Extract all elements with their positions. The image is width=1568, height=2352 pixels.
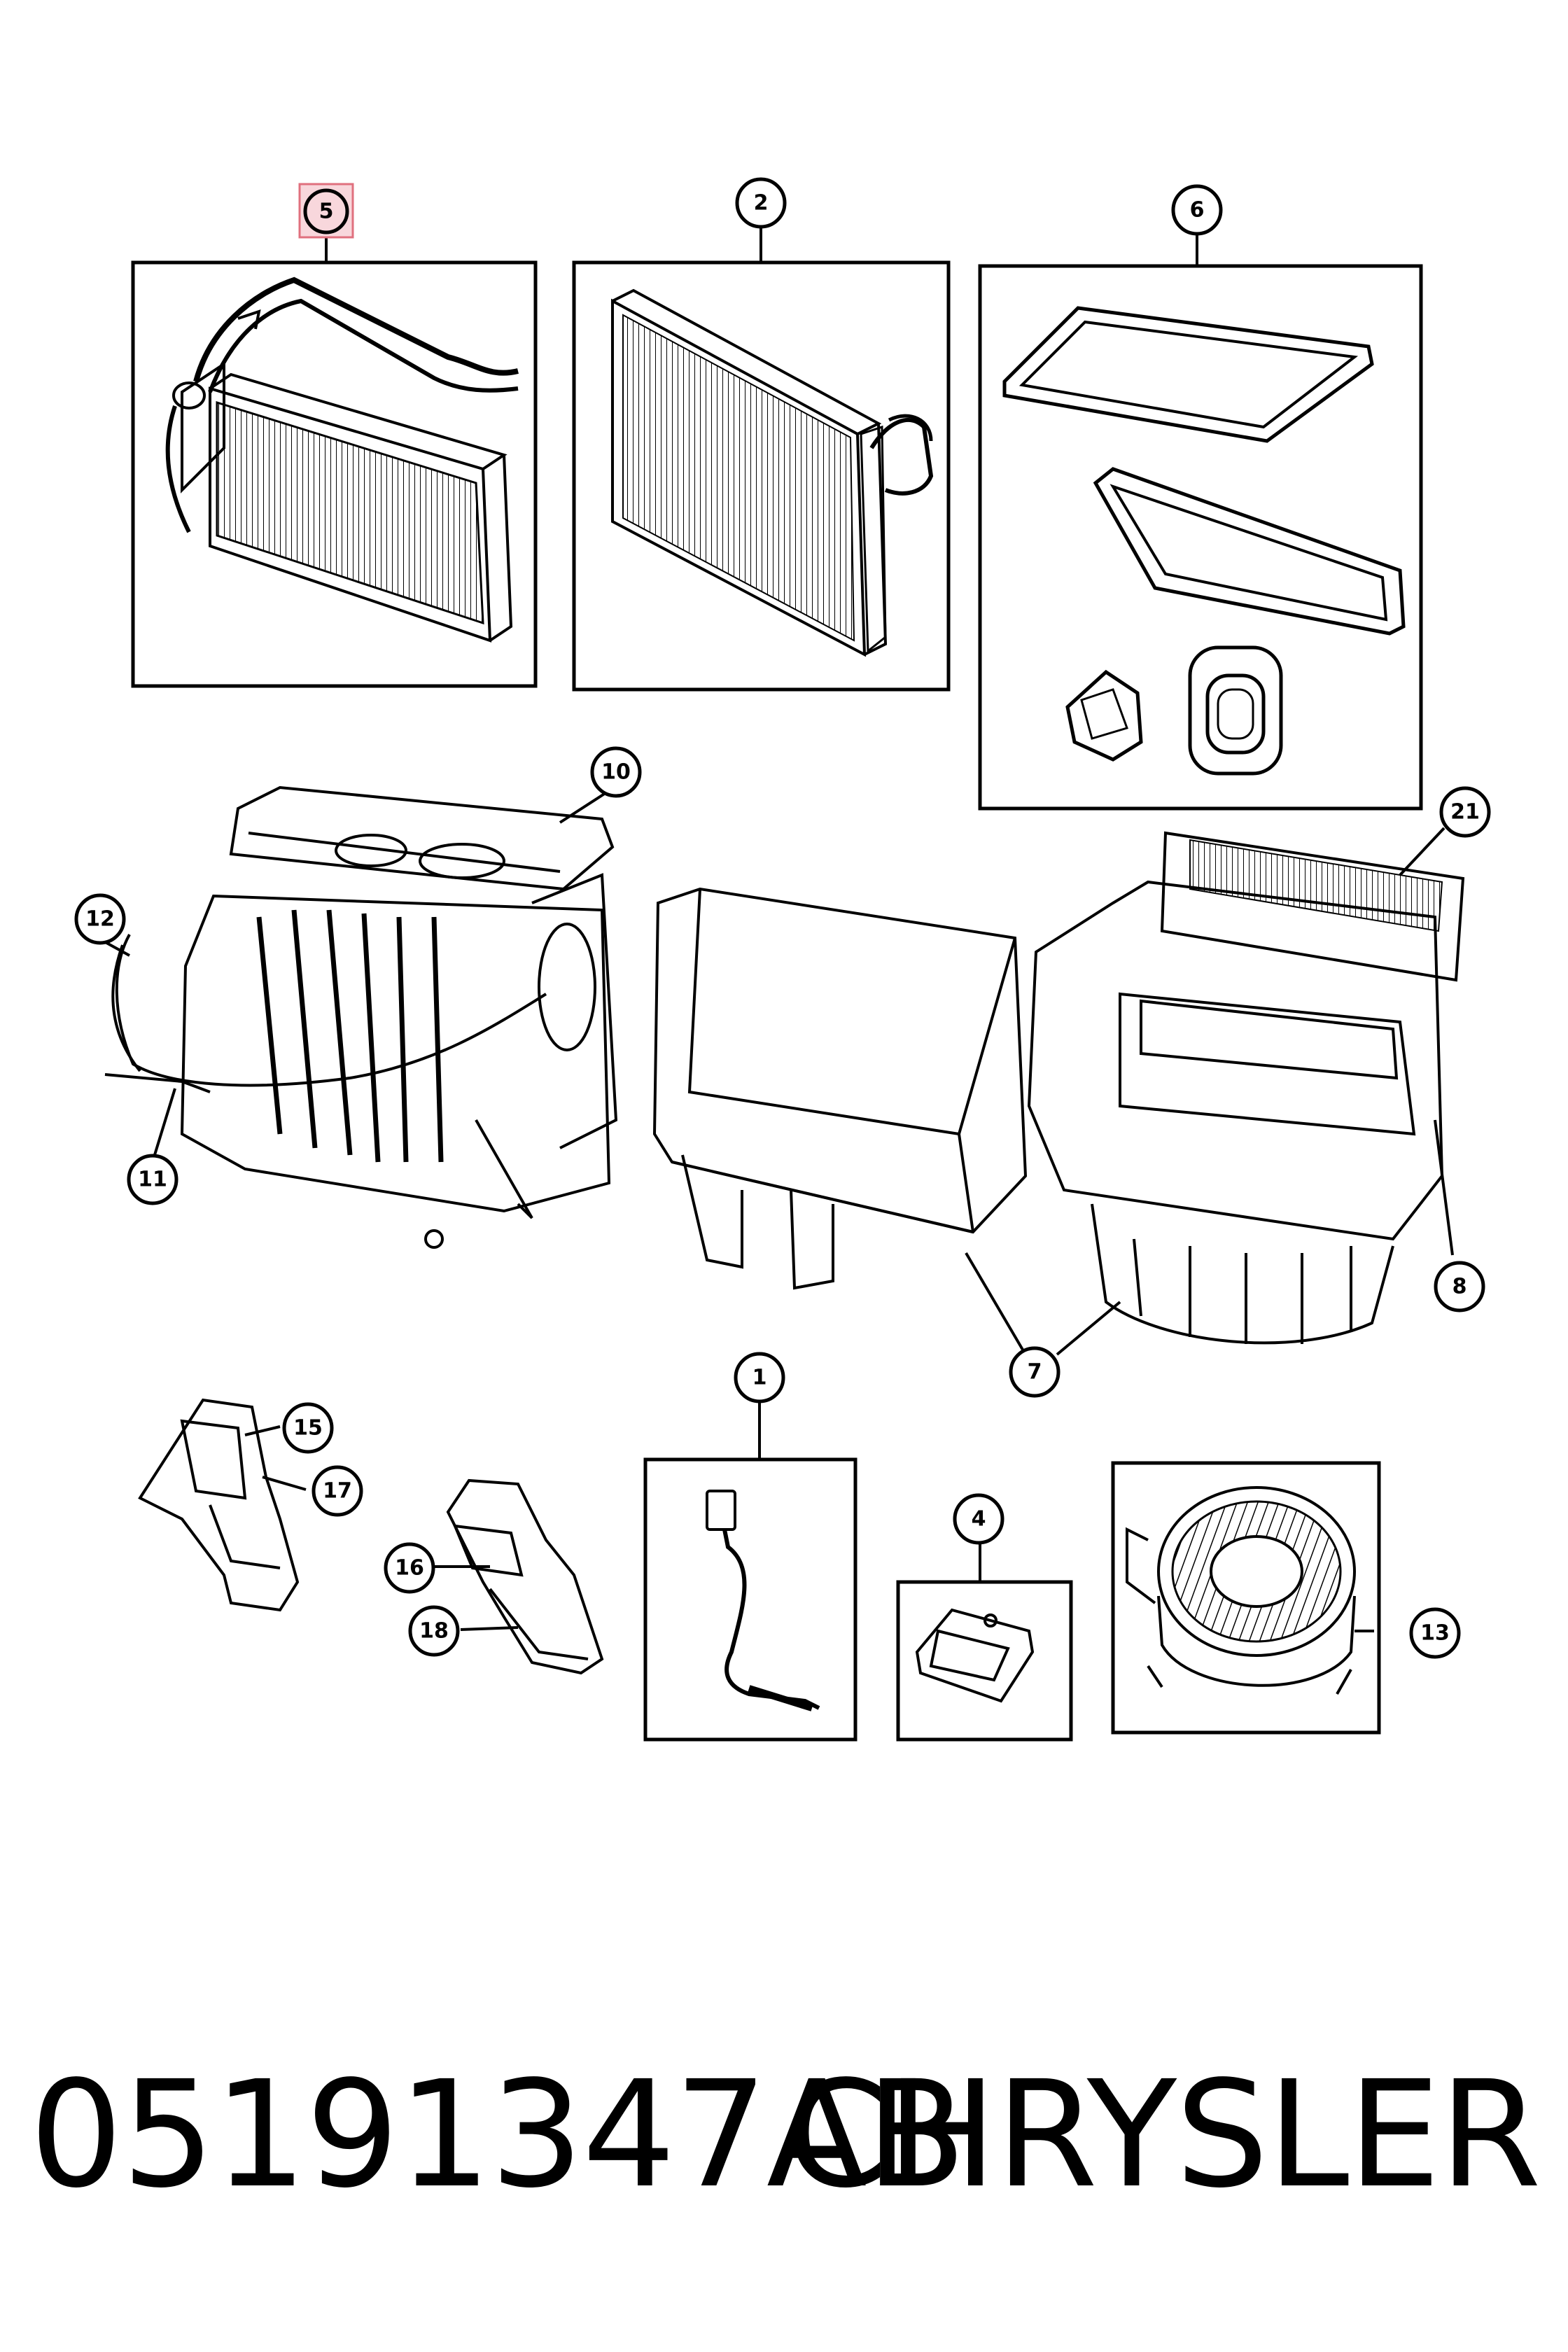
- callout-11[interactable]: 11: [127, 1154, 178, 1205]
- seal-kit-drawing: [1002, 306, 1406, 776]
- callout-6[interactable]: 6: [1171, 184, 1223, 236]
- callout-2[interactable]: 2: [735, 177, 787, 229]
- callout-15-label: 15: [293, 1416, 323, 1441]
- blower-motor-drawing: [1126, 1486, 1356, 1695]
- callout-8-label: 8: [1452, 1275, 1467, 1299]
- callout-18-label: 18: [419, 1619, 449, 1644]
- hvac-rear-housing-drawing: [1027, 831, 1465, 1345]
- callout-17-label: 17: [323, 1479, 352, 1504]
- sensor-box: [643, 1457, 858, 1742]
- callout-6-label: 6: [1190, 198, 1205, 223]
- brand-name: CHRYSLER: [785, 2049, 1541, 2220]
- callout-4-label: 4: [972, 1507, 986, 1532]
- seal-kit-box: [978, 264, 1423, 811]
- temperature-sensor-drawing: [706, 1490, 820, 1712]
- callout-4[interactable]: 4: [953, 1493, 1004, 1545]
- callout-1-label: 1: [752, 1366, 767, 1390]
- callout-7[interactable]: 7: [1009, 1346, 1060, 1398]
- callout-5-label: 5: [319, 200, 334, 224]
- callout-10-label: 10: [601, 760, 631, 785]
- callout-12-label: 12: [85, 907, 115, 932]
- callout-15[interactable]: 15: [282, 1402, 334, 1454]
- callout-8[interactable]: 8: [1434, 1261, 1485, 1312]
- callout-5-highlight[interactable]: 5: [298, 183, 354, 239]
- resistor-box: [896, 1580, 1073, 1742]
- callout-12[interactable]: 12: [74, 893, 126, 945]
- callout-16[interactable]: 16: [384, 1542, 435, 1594]
- part-number: 05191347AB: [29, 2049, 967, 2220]
- heater-core-box: [131, 260, 538, 688]
- callout-7-label: 7: [1028, 1360, 1042, 1385]
- duct-adapter-left-drawing: [138, 1398, 300, 1612]
- hvac-center-housing-drawing: [652, 887, 1028, 1290]
- heater-core-drawing: [165, 276, 519, 643]
- duct-adapter-right-drawing: [446, 1478, 604, 1675]
- callout-11-label: 11: [138, 1168, 167, 1192]
- evaporator-drawing: [611, 288, 934, 657]
- callout-13-label: 13: [1420, 1621, 1450, 1646]
- callout-2-label: 2: [754, 191, 769, 216]
- hvac-front-housing-drawing: [180, 785, 618, 1249]
- callout-18[interactable]: 18: [408, 1605, 460, 1657]
- callout-17[interactable]: 17: [312, 1465, 363, 1517]
- callout-10[interactable]: 10: [590, 746, 642, 798]
- callout-21[interactable]: 21: [1439, 786, 1491, 838]
- callout-16-label: 16: [395, 1556, 424, 1581]
- callout-13[interactable]: 13: [1409, 1607, 1461, 1659]
- leader-lines: [101, 226, 1454, 1632]
- blower-motor-box: [1111, 1461, 1381, 1735]
- callout-1[interactable]: 1: [734, 1352, 785, 1404]
- callout-21-label: 21: [1450, 800, 1480, 825]
- blower-resistor-drawing: [915, 1608, 1035, 1703]
- control-cable-drawing: [104, 934, 547, 1093]
